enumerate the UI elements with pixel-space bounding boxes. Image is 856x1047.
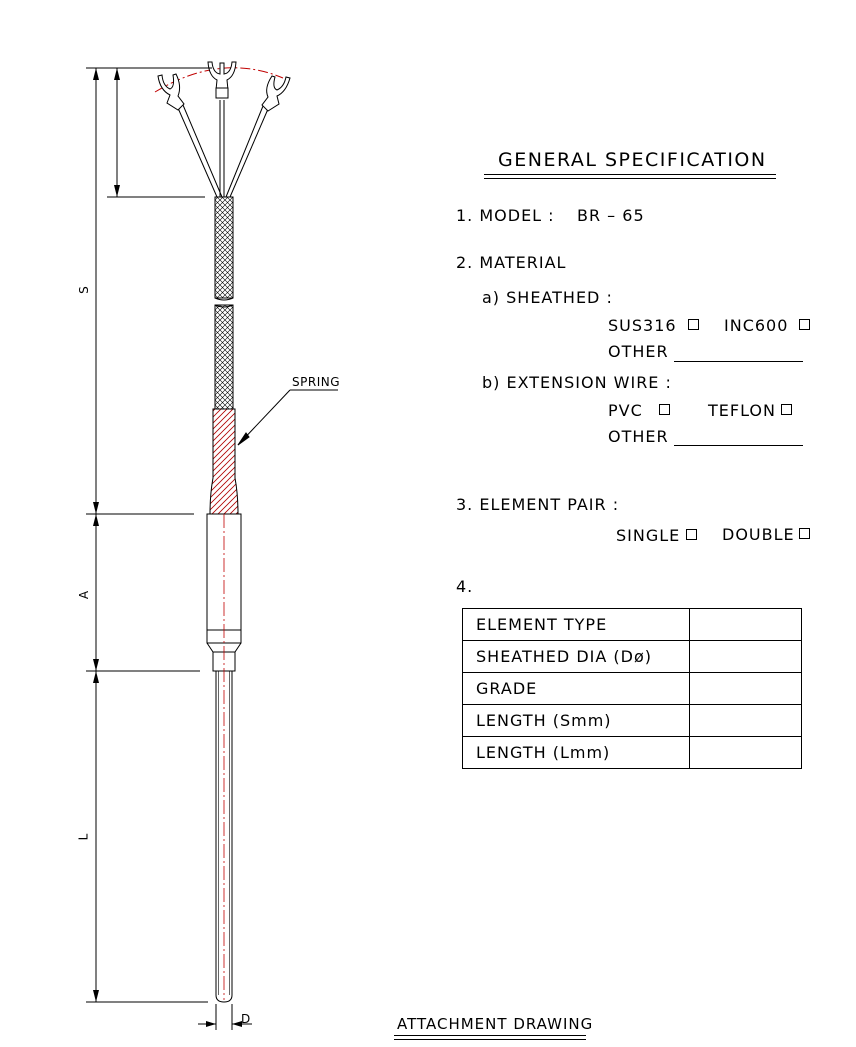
- dimension-lines: [86, 67, 252, 1030]
- table-cell-label: LENGTH (Smm): [462, 704, 690, 737]
- model-label: 1. MODEL :: [456, 206, 555, 225]
- spec-table: ELEMENT TYPE SHEATHED DIA (Dø) GRADE LEN…: [462, 608, 802, 769]
- table-cell-label: GRADE: [462, 672, 690, 705]
- extension-other-label: OTHER: [608, 427, 669, 446]
- table-row: LENGTH (Smm): [462, 704, 802, 737]
- option-pvc-label: PVC: [608, 401, 643, 420]
- model-value: BR – 65: [577, 206, 645, 225]
- extension-other-field[interactable]: [674, 445, 803, 446]
- checkbox-pvc[interactable]: [659, 404, 670, 415]
- spring-label: SPRING: [292, 375, 341, 389]
- checkbox-double[interactable]: [799, 528, 810, 539]
- dimension-label-d: D: [241, 1012, 252, 1026]
- material-label: 2. MATERIAL: [456, 253, 567, 272]
- checkbox-single[interactable]: [686, 529, 697, 540]
- table-row: GRADE: [462, 672, 802, 705]
- title-underline: [484, 174, 776, 175]
- spring-leader: [237, 389, 338, 446]
- item4-label: 4.: [456, 577, 474, 596]
- table-cell-label: LENGTH (Lmm): [462, 736, 690, 769]
- lead-wires: [177, 100, 269, 198]
- checkbox-sus316[interactable]: [688, 319, 699, 330]
- table-row: SHEATHED DIA (Dø): [462, 640, 802, 673]
- table-row: ELEMENT TYPE: [462, 608, 802, 641]
- braided-sheath-upper: [214, 196, 234, 299]
- table-cell-value[interactable]: [689, 704, 802, 737]
- dimension-arrows: [93, 68, 242, 1027]
- spec-title: GENERAL SPECIFICATION: [498, 149, 767, 171]
- extension-wire-label: b) EXTENSION WIRE :: [482, 373, 672, 392]
- spade-terminal-center: [207, 61, 237, 99]
- table-cell-label: ELEMENT TYPE: [462, 608, 690, 641]
- dimension-label-a: A: [77, 590, 92, 600]
- sheathed-label: a) SHEATHED :: [482, 288, 613, 307]
- table-cell-value[interactable]: [689, 640, 802, 673]
- option-inc600-label: INC600: [724, 316, 789, 335]
- sheathed-other-field[interactable]: [674, 361, 803, 362]
- caption-underline: [394, 1035, 586, 1036]
- dimension-label-s: S: [76, 286, 91, 294]
- probe-sheath: [215, 670, 233, 1003]
- checkbox-inc600[interactable]: [799, 319, 810, 330]
- table-cell-value[interactable]: [689, 672, 802, 705]
- element-pair-label: 3. ELEMENT PAIR :: [456, 495, 620, 514]
- sheathed-other-label: OTHER: [608, 342, 669, 361]
- table-cell-label: SHEATHED DIA (Dø): [462, 640, 690, 673]
- braided-sheath-lower: [214, 304, 234, 410]
- spade-terminal-right: [261, 75, 291, 112]
- table-cell-value[interactable]: [689, 608, 802, 641]
- option-teflon-label: TEFLON: [708, 401, 776, 420]
- option-sus316-label: SUS316: [608, 316, 677, 335]
- dimension-label-l: L: [76, 833, 91, 841]
- spade-terminal-left: [157, 73, 185, 111]
- spring: [209, 408, 239, 515]
- option-single-label: SINGLE: [616, 526, 681, 545]
- table-cell-value[interactable]: [689, 736, 802, 769]
- table-row: LENGTH (Lmm): [462, 736, 802, 769]
- option-double-label: DOUBLE: [722, 525, 795, 544]
- checkbox-teflon[interactable]: [781, 404, 792, 415]
- housing: [206, 513, 242, 644]
- attachment-drawing-caption: ATTACHMENT DRAWING: [397, 1015, 594, 1033]
